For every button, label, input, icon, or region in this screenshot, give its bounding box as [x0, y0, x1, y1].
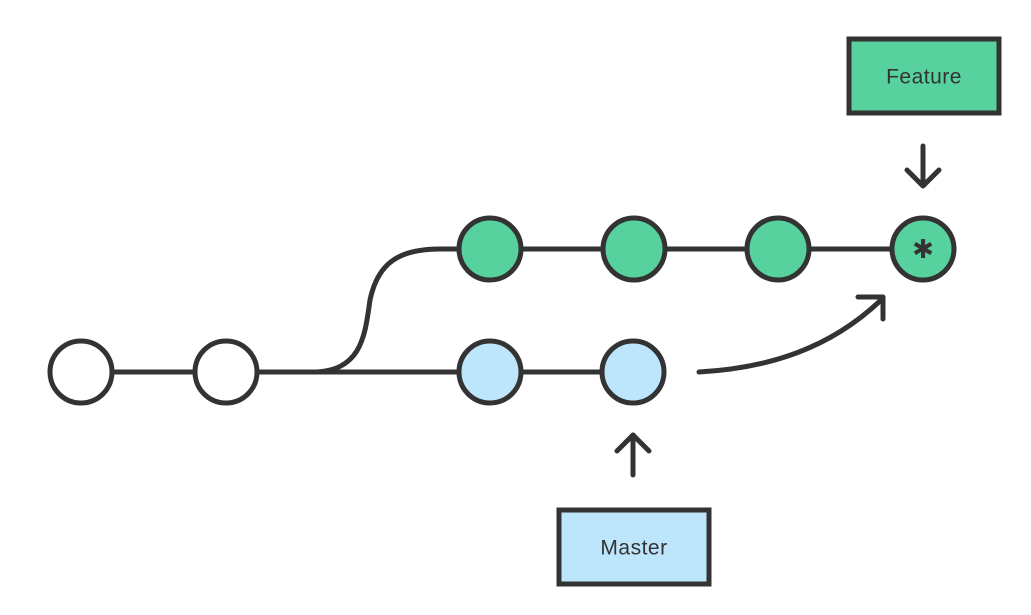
- commit-node-feature-1: [456, 215, 524, 283]
- feature-label-text: Feature: [886, 66, 962, 89]
- arrow-up-icon: [614, 432, 652, 478]
- arrow-down-icon: [904, 143, 942, 189]
- commit-node-master-1: [456, 338, 524, 406]
- master-commits: [456, 338, 667, 406]
- curved-arrow-icon: [696, 294, 886, 375]
- commit-node-feature-3: [744, 215, 812, 283]
- commit-node-feature-2: [600, 215, 668, 283]
- commit-node-base-1: [47, 338, 115, 406]
- master-label-box: [556, 507, 712, 587]
- feature-commits: ✱: [456, 215, 957, 283]
- feature-fork-curve: [255, 246, 463, 375]
- base-commits: [47, 338, 260, 406]
- feature-label: Feature: [846, 36, 1002, 116]
- commit-node-master-2: [599, 338, 667, 406]
- master-label-text: Master: [600, 537, 667, 560]
- branch-lines: [109, 246, 895, 375]
- commit-node-base-2: [192, 338, 260, 406]
- commit-node-merge: [889, 215, 957, 283]
- merge-marker: ✱: [912, 235, 934, 265]
- master-label: Master: [556, 507, 712, 587]
- feature-label-box: [846, 36, 1002, 116]
